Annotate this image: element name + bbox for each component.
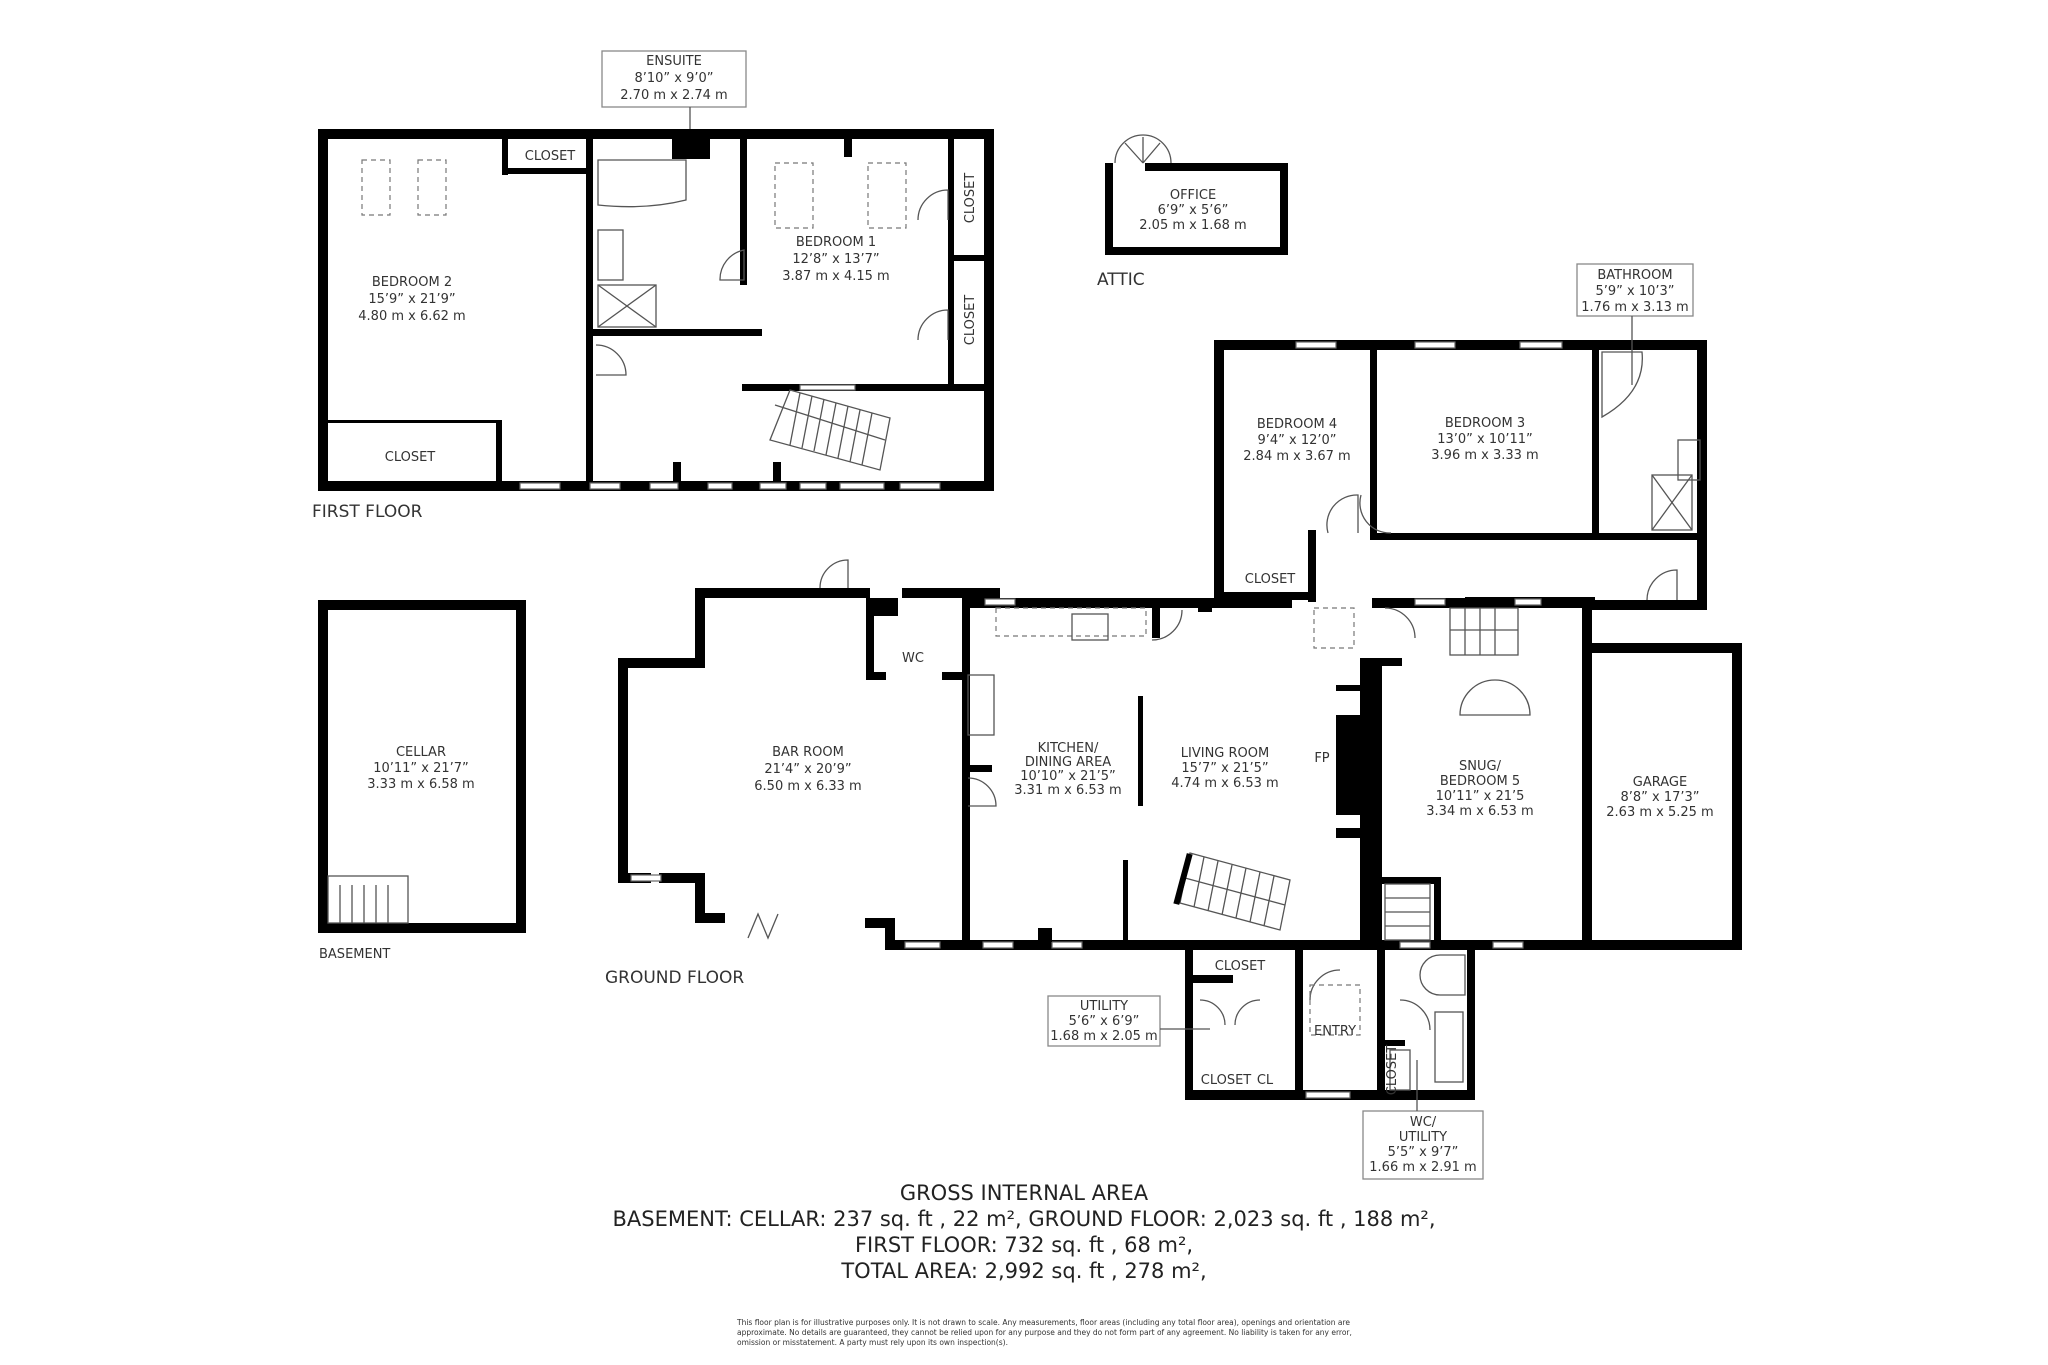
closet-label: CLOSET xyxy=(963,295,978,346)
svg-text:9’4” x 12’0”: 9’4” x 12’0” xyxy=(1257,433,1336,448)
room-bar-room: BAR ROOM 21’4” x 20’9” 6.50 m x 6.33 m xyxy=(754,745,861,794)
gross-internal-area-title: GROSS INTERNAL AREA xyxy=(899,1181,1149,1205)
svg-text:10’10” x 21’5”: 10’10” x 21’5” xyxy=(1020,769,1116,784)
svg-text:6.50 m x 6.33 m: 6.50 m x 6.33 m xyxy=(754,779,861,794)
svg-text:1.76 m x 3.13 m: 1.76 m x 3.13 m xyxy=(1581,300,1688,315)
svg-text:BEDROOM 1: BEDROOM 1 xyxy=(796,235,876,250)
basement-label: BASEMENT xyxy=(319,947,390,962)
ground-floor-plan xyxy=(618,559,1742,1100)
room-wc: WC xyxy=(902,651,924,666)
east-wing-plan xyxy=(1214,340,1707,610)
room-bedroom-3: BEDROOM 3 13’0” x 10’11” 3.96 m x 3.33 m xyxy=(1431,416,1538,463)
svg-text:13’0” x 10’11”: 13’0” x 10’11” xyxy=(1437,432,1533,447)
svg-text:GARAGE: GARAGE xyxy=(1633,775,1687,790)
room-bedroom-2: BEDROOM 2 15’9” x 21’9” 4.80 m x 6.62 m xyxy=(358,275,465,324)
svg-text:OFFICE: OFFICE xyxy=(1170,188,1216,203)
svg-text:WC/: WC/ xyxy=(1410,1115,1437,1130)
first-floor-label: FIRST FLOOR xyxy=(312,502,423,522)
svg-text:6’9” x 5’6”: 6’9” x 5’6” xyxy=(1158,203,1229,218)
svg-text:DINING AREA: DINING AREA xyxy=(1025,755,1111,770)
svg-text:LIVING ROOM: LIVING ROOM xyxy=(1181,746,1269,761)
first-floor-plan xyxy=(318,129,994,491)
room-wc-utility-label: WC/ UTILITY 5’5” x 9’7” 1.66 m x 2.91 m xyxy=(1362,1060,1484,1180)
svg-text:CELLAR: CELLAR xyxy=(396,745,446,760)
cl-label: CL xyxy=(1257,1073,1274,1088)
svg-text:BEDROOM 2: BEDROOM 2 xyxy=(372,275,452,290)
svg-text:BEDROOM 5: BEDROOM 5 xyxy=(1440,774,1520,789)
room-ensuite-label: ENSUITE 8’10” x 9’0” 2.70 m x 2.74 m xyxy=(601,50,747,129)
attic-plan xyxy=(1105,134,1288,255)
room-cellar: CELLAR 10’11” x 21’7” 3.33 m x 6.58 m xyxy=(367,745,474,792)
svg-text:3.33 m x 6.58 m: 3.33 m x 6.58 m xyxy=(367,777,474,792)
svg-text:8’8” x 17’3”: 8’8” x 17’3” xyxy=(1620,790,1699,805)
svg-text:3.96 m x 3.33 m: 3.96 m x 3.33 m xyxy=(1431,448,1538,463)
svg-text:15’9” x 21’9”: 15’9” x 21’9” xyxy=(368,292,455,307)
room-living-room: LIVING ROOM 15’7” x 21’5” 4.74 m x 6.53 … xyxy=(1171,746,1278,791)
fireplace-label: FP xyxy=(1314,751,1329,766)
svg-text:4.80 m x 6.62 m: 4.80 m x 6.62 m xyxy=(358,309,465,324)
svg-text:1.66 m x 2.91 m: 1.66 m x 2.91 m xyxy=(1369,1160,1476,1175)
svg-text:21’4” x 20’9”: 21’4” x 20’9” xyxy=(764,762,851,777)
svg-text:5’6” x 6’9”: 5’6” x 6’9” xyxy=(1069,1014,1140,1029)
area-line-total: TOTAL AREA: 2,992 sq. ft , 278 m², xyxy=(841,1259,1207,1283)
closet-label: CLOSET xyxy=(963,173,978,224)
svg-text:2.05 m x 1.68 m: 2.05 m x 1.68 m xyxy=(1139,218,1246,233)
basement-plan xyxy=(318,600,526,933)
svg-text:ENSUITE: ENSUITE xyxy=(646,54,702,69)
svg-text:3.34 m x 6.53 m: 3.34 m x 6.53 m xyxy=(1426,804,1533,819)
svg-text:15’7” x 21’5”: 15’7” x 21’5” xyxy=(1181,761,1268,776)
room-snug-bedroom-5: SNUG/ BEDROOM 5 10’11” x 21’5 3.34 m x 6… xyxy=(1426,759,1533,819)
svg-text:5’9” x 10’3”: 5’9” x 10’3” xyxy=(1595,284,1674,299)
svg-text:3.31 m x 6.53 m: 3.31 m x 6.53 m xyxy=(1014,783,1121,798)
svg-text:8’10” x 9’0”: 8’10” x 9’0” xyxy=(634,71,713,86)
room-bedroom-4: BEDROOM 4 9’4” x 12’0” 2.84 m x 3.67 m xyxy=(1243,417,1350,464)
disclaimer-text: This floor plan is for illustrative purp… xyxy=(737,1318,1352,1347)
closet-label: CLOSET xyxy=(1215,959,1266,974)
attic-label: ATTIC xyxy=(1097,270,1145,290)
ground-floor-label: GROUND FLOOR xyxy=(605,968,744,988)
area-line-basement-ground: BASEMENT: CELLAR: 237 sq. ft , 22 m², GR… xyxy=(612,1207,1436,1231)
svg-text:10’11” x 21’5: 10’11” x 21’5 xyxy=(1436,789,1525,804)
room-garage: GARAGE 8’8” x 17’3” 2.63 m x 5.25 m xyxy=(1606,775,1713,820)
area-line-first-floor: FIRST FLOOR: 732 sq. ft , 68 m², xyxy=(854,1233,1194,1257)
svg-text:BEDROOM 3: BEDROOM 3 xyxy=(1445,416,1525,431)
closet-label: CLOSET xyxy=(525,149,576,164)
svg-text:UTILITY: UTILITY xyxy=(1080,999,1128,1014)
svg-text:2.70 m x 2.74 m: 2.70 m x 2.74 m xyxy=(620,88,727,103)
closet-label: CLOSET xyxy=(385,450,436,465)
room-bedroom-1: BEDROOM 1 12’8” x 13’7” 3.87 m x 4.15 m xyxy=(782,235,889,284)
room-entry: ENTRY xyxy=(1314,1024,1356,1039)
svg-text:UTILITY: UTILITY xyxy=(1399,1130,1447,1145)
svg-text:12’8” x 13’7”: 12’8” x 13’7” xyxy=(792,252,879,267)
svg-text:10’11” x 21’7”: 10’11” x 21’7” xyxy=(373,761,469,776)
room-utility-label: UTILITY 5’6” x 6’9” 1.68 m x 2.05 m xyxy=(1047,995,1210,1047)
svg-text:1.68 m x 2.05 m: 1.68 m x 2.05 m xyxy=(1050,1029,1157,1044)
closet-label: CLOSET xyxy=(1385,1045,1400,1096)
svg-text:SNUG/: SNUG/ xyxy=(1459,759,1502,774)
room-bathroom-label: BATHROOM 5’9” x 10’3” 1.76 m x 3.13 m xyxy=(1576,263,1694,385)
closet-label: CLOSET xyxy=(1245,572,1296,587)
room-kitchen-dining: KITCHEN/ DINING AREA 10’10” x 21’5” 3.31… xyxy=(1014,741,1121,798)
closet-label: CLOSET xyxy=(1201,1073,1252,1088)
svg-text:3.87 m x 4.15 m: 3.87 m x 4.15 m xyxy=(782,269,889,284)
svg-text:KITCHEN/: KITCHEN/ xyxy=(1038,741,1099,756)
room-office: OFFICE 6’9” x 5’6” 2.05 m x 1.68 m xyxy=(1139,188,1246,233)
svg-text:2.63 m x 5.25 m: 2.63 m x 5.25 m xyxy=(1606,805,1713,820)
svg-text:BAR ROOM: BAR ROOM xyxy=(772,745,844,760)
svg-text:BATHROOM: BATHROOM xyxy=(1597,268,1672,283)
svg-text:2.84 m x 3.67 m: 2.84 m x 3.67 m xyxy=(1243,449,1350,464)
svg-text:4.74 m x 6.53 m: 4.74 m x 6.53 m xyxy=(1171,776,1278,791)
svg-text:BEDROOM 4: BEDROOM 4 xyxy=(1257,417,1337,432)
svg-text:5’5” x 9’7”: 5’5” x 9’7” xyxy=(1388,1145,1459,1160)
